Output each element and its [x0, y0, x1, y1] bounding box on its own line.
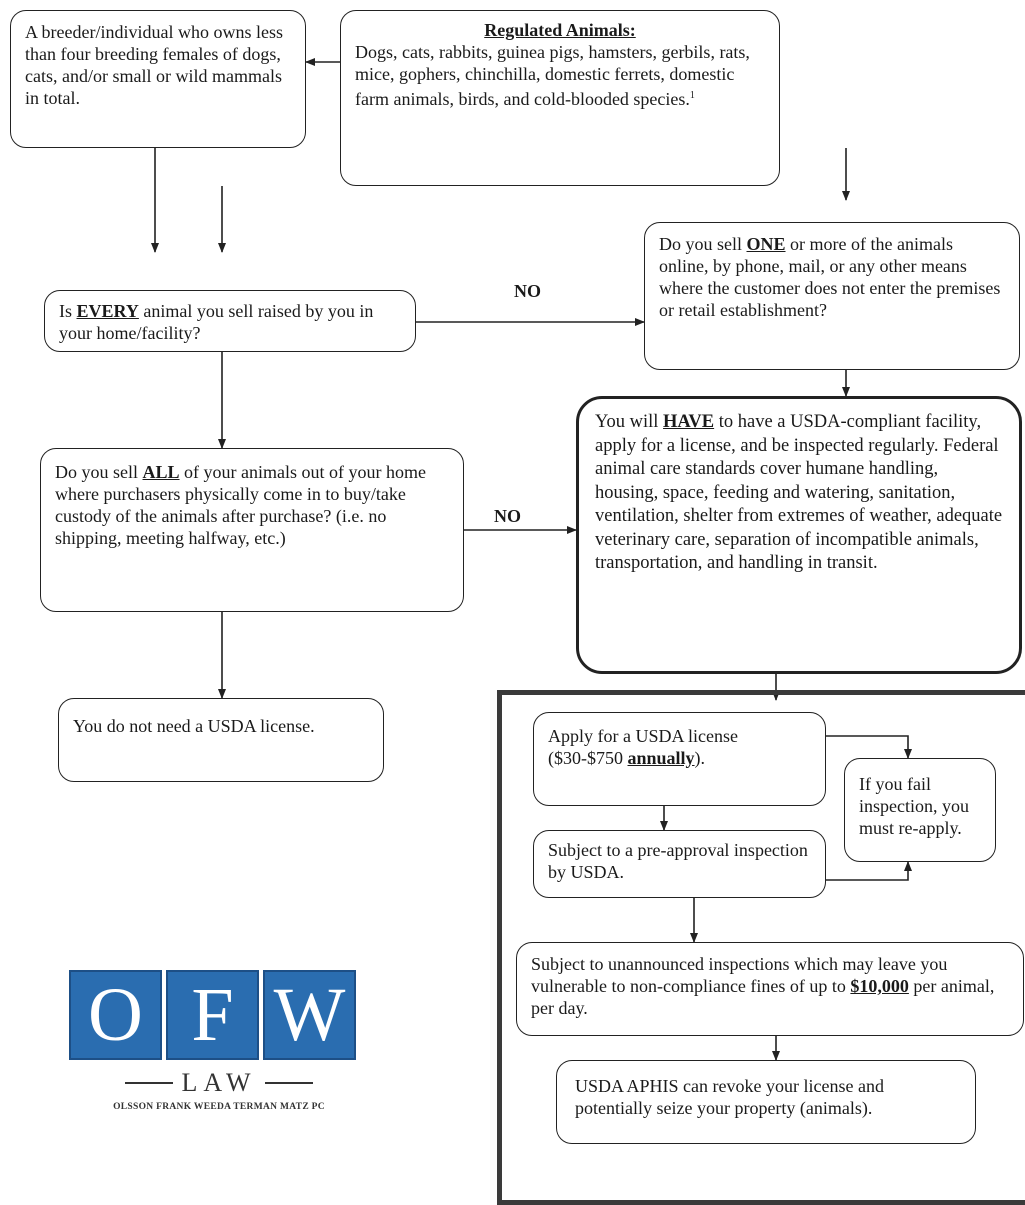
logo-letter-f: F	[166, 970, 259, 1060]
logo-letter-o: O	[69, 970, 162, 1060]
apply-pre: Apply for a USDA license ($30-$750	[548, 726, 738, 768]
unannounced-emph: $10,000	[850, 976, 909, 996]
regulated-animals-title: Regulated Animals:	[484, 20, 636, 40]
pre-approval-box: Subject to a pre-approval inspection by …	[533, 830, 826, 898]
logo-letter-w: W	[263, 970, 356, 1060]
logo-law-text: LAW	[181, 1068, 257, 1097]
fail-inspection-box: If you fail inspection, you must re-appl…	[844, 758, 996, 862]
unannounced-post: per animal, per day.	[531, 976, 995, 1018]
have-emph: HAVE	[663, 412, 715, 432]
revoke-text: USDA APHIS can revoke your license and p…	[575, 1076, 884, 1118]
have-pre: You will	[595, 412, 664, 432]
arrow-apply-to-fail	[826, 735, 912, 759]
logo-law-line: LAW	[69, 1068, 369, 1098]
one-question-post: or more of the animals online, by phone,…	[659, 234, 1001, 320]
all-question-emph: ALL	[142, 462, 180, 482]
logo-firm-name: OLSSON FRANK WEEDA TERMAN MATZ PC	[113, 1102, 325, 1112]
every-question-emph: EVERY	[76, 301, 139, 321]
apply-license-box: Apply for a USDA license ($30-$750 annua…	[533, 712, 826, 806]
unannounced-inspections-box: Subject to unannounced inspections which…	[516, 942, 1024, 1036]
sell-remotely-question-box: Do you sell ONE or more of the animals o…	[644, 222, 1020, 370]
no-license-text: You do not need a USDA license.	[73, 716, 315, 736]
regulated-animals-box: Regulated Animals: Dogs, cats, rabbits, …	[340, 10, 780, 186]
logo-letter-row: O F W	[69, 970, 369, 1060]
one-question-pre: Do you sell	[659, 234, 747, 254]
one-question-emph: ONE	[746, 234, 786, 254]
ofw-law-logo: O F W LAW OLSSON FRANK WEEDA TERMAN MATZ…	[69, 970, 369, 1112]
every-animal-question-box: Is EVERY animal you sell raised by you i…	[44, 290, 416, 352]
revoke-license-box: USDA APHIS can revoke your license and p…	[556, 1060, 976, 1144]
apply-post: ).	[694, 748, 706, 768]
no-license-needed-box: You do not need a USDA license.	[58, 698, 384, 782]
sell-from-home-question-box: Do you sell ALL of your animals out of y…	[40, 448, 464, 612]
fail-inspection-text: If you fail inspection, you must re-appl…	[859, 774, 969, 838]
arrow-preapproval-to-fail	[826, 861, 912, 881]
unannounced-pre: Subject to unannounced inspections which…	[531, 954, 948, 996]
have-post: to have a USDA-compliant facility, apply…	[595, 412, 1003, 573]
every-question-post: animal you sell raised by you in your ho…	[59, 301, 374, 343]
all-question-pre: Do you sell	[55, 462, 143, 482]
logo-rule-right	[264, 1082, 313, 1084]
regulated-footnote: 1	[689, 90, 695, 101]
all-question-post: of your animals out of your home where p…	[55, 462, 426, 548]
logo-rule-left	[125, 1082, 174, 1084]
small-breeder-text: A breeder/individual who owns less than …	[25, 22, 283, 108]
pre-approval-text: Subject to a pre-approval inspection by …	[548, 840, 808, 882]
small-breeder-box: A breeder/individual who owns less than …	[10, 10, 306, 148]
every-question-pre: Is	[59, 301, 77, 321]
usda-requirement-box: You will HAVE to have a USDA-compliant f…	[576, 396, 1022, 674]
apply-emph: annually	[627, 748, 695, 768]
edge-label-no-top: NO	[514, 281, 541, 301]
edge-label-no-mid: NO	[494, 506, 521, 526]
regulated-animals-text: Dogs, cats, rabbits, guinea pigs, hamste…	[355, 42, 750, 109]
